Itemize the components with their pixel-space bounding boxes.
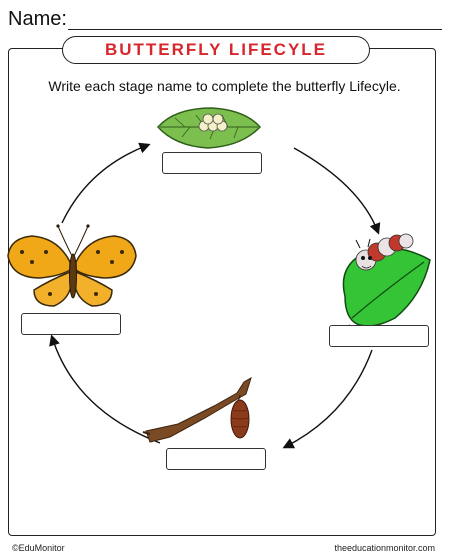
arrow-caterpillar-to-chrysalis — [282, 349, 373, 449]
butterfly-icon — [7, 224, 137, 307]
instructions: Write each stage name to complete the bu… — [48, 78, 401, 94]
name-line[interactable] — [68, 28, 442, 30]
answer-box-caterpillar[interactable] — [329, 325, 429, 347]
answer-box-butterfly[interactable] — [21, 313, 121, 335]
arrow-eggs-to-caterpillar — [293, 147, 381, 235]
footer-website: theeducationmonitor.com — [334, 543, 435, 553]
eggs-on-leaf-icon — [156, 107, 262, 149]
answer-box-chrysalis[interactable] — [166, 448, 266, 470]
title-banner: BUTTERFLY LIFECYLE — [62, 36, 370, 64]
arrow-butterfly-to-eggs — [61, 142, 151, 224]
chrysalis-on-twig-icon — [142, 376, 252, 443]
worksheet-title: BUTTERFLY LIFECYLE — [104, 40, 328, 59]
name-label: Name: — [8, 8, 67, 30]
caterpillar-on-leaf-icon — [341, 233, 431, 335]
arrow-chrysalis-to-butterfly — [49, 334, 161, 444]
name-row: Name: — [8, 8, 442, 34]
answer-box-eggs[interactable] — [162, 152, 262, 174]
footer-copyright: ©EduMonitor — [12, 543, 65, 553]
